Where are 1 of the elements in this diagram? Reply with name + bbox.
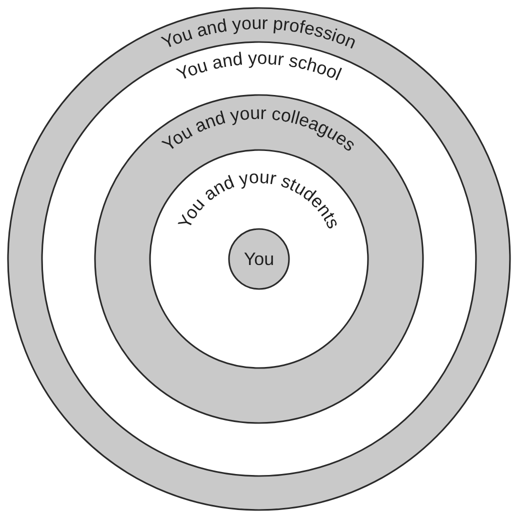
center-label: You (244, 249, 274, 269)
